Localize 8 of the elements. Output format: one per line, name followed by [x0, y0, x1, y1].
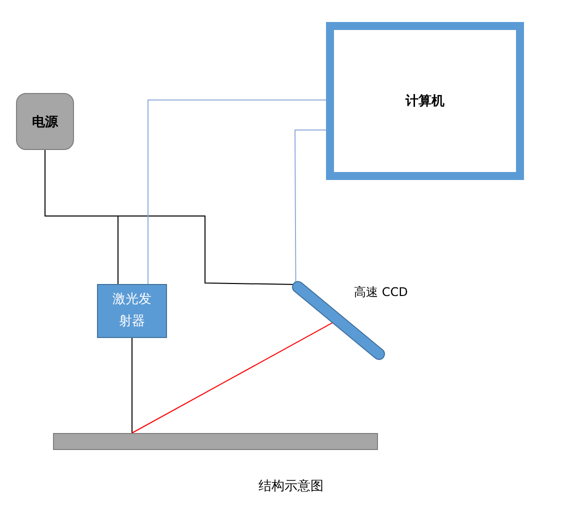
- sensor-label: 高速 CCD: [354, 284, 408, 301]
- connector-line: [148, 100, 326, 284]
- laser-box: 激光发射器: [97, 284, 167, 338]
- computer-box: 计算机: [326, 22, 524, 180]
- connector-line: [132, 322, 334, 434]
- base-plate: [53, 433, 378, 450]
- power-box: 电源: [16, 93, 74, 150]
- caption: 结构示意图: [258, 479, 324, 494]
